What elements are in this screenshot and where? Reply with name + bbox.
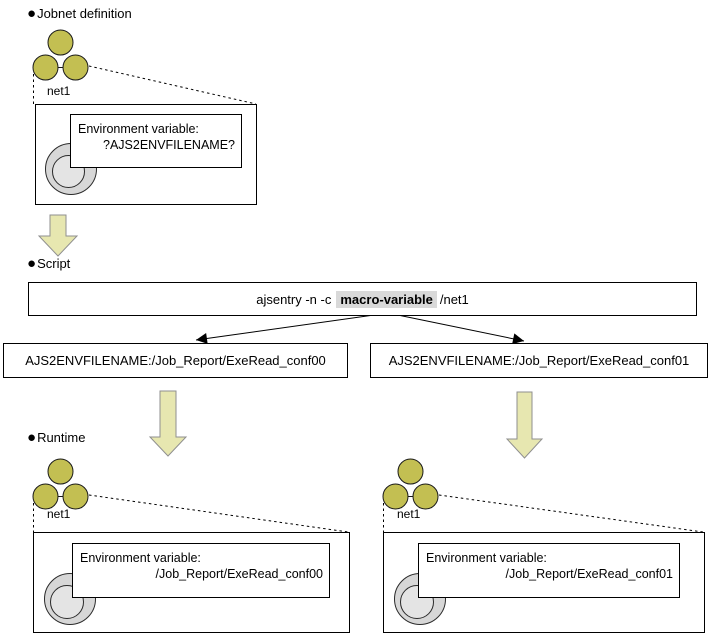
env-variable-value: /Job_Report/ExeRead_conf01 <box>505 567 673 581</box>
zoom-connector-runtime-right <box>383 494 704 533</box>
section-title-text: Script <box>37 256 71 271</box>
script-command-prefix: ajsentry -n -c <box>256 291 332 307</box>
branch-arrow-left <box>195 312 389 344</box>
zoom-connector-runtime-left <box>33 494 349 533</box>
env-file-box-right: AJS2ENVFILENAME:/Job_Report/ExeRead_conf… <box>370 343 708 378</box>
net1-label-runtime-right: net1 <box>397 507 421 521</box>
net1-label-top: net1 <box>47 84 71 98</box>
section-title-text: Runtime <box>37 430 86 445</box>
env-file-box-left: AJS2ENVFILENAME:/Job_Report/ExeRead_conf… <box>3 343 348 378</box>
net1-label-runtime-left: net1 <box>47 507 71 521</box>
down-arrow-icon-3 <box>505 391 544 459</box>
bullet-icon: ● <box>27 255 37 272</box>
env-variable-label: Environment variable: <box>80 551 201 565</box>
section-title-text: Jobnet definition <box>37 6 132 21</box>
branch-arrow-right <box>387 312 525 345</box>
env-variable-box-runtime-right: Environment variable: /Job_Report/ExeRea… <box>418 543 680 598</box>
env-variable-box-runtime-left: Environment variable: /Job_Report/ExeRea… <box>72 543 330 598</box>
env-variable-label: Environment variable: <box>78 122 199 136</box>
section-title-script: ●Script <box>27 256 70 271</box>
section-title-runtime: ●Runtime <box>27 430 85 445</box>
macro-variable-chip: macro-variable <box>336 290 437 308</box>
jobnet-icon-runtime-right <box>382 458 439 510</box>
branch-arrows <box>195 312 525 345</box>
jobnet-icon-runtime-left <box>32 458 89 510</box>
down-arrow-icon-1 <box>37 214 79 257</box>
section-title-jobnet-definition: ●Jobnet definition <box>27 6 132 21</box>
script-command-suffix: /net1 <box>439 291 469 307</box>
bullet-icon: ● <box>27 429 37 446</box>
env-variable-value: /Job_Report/ExeRead_conf00 <box>155 567 323 581</box>
env-variable-value: ?AJS2ENVFILENAME? <box>103 138 235 152</box>
jobnet-icon-definition <box>32 29 89 81</box>
env-variable-label: Environment variable: <box>426 551 547 565</box>
env-variable-box-definition: Environment variable: ?AJS2ENVFILENAME? <box>70 114 242 168</box>
down-arrow-icon-2 <box>148 390 188 457</box>
bullet-icon: ● <box>27 5 37 22</box>
